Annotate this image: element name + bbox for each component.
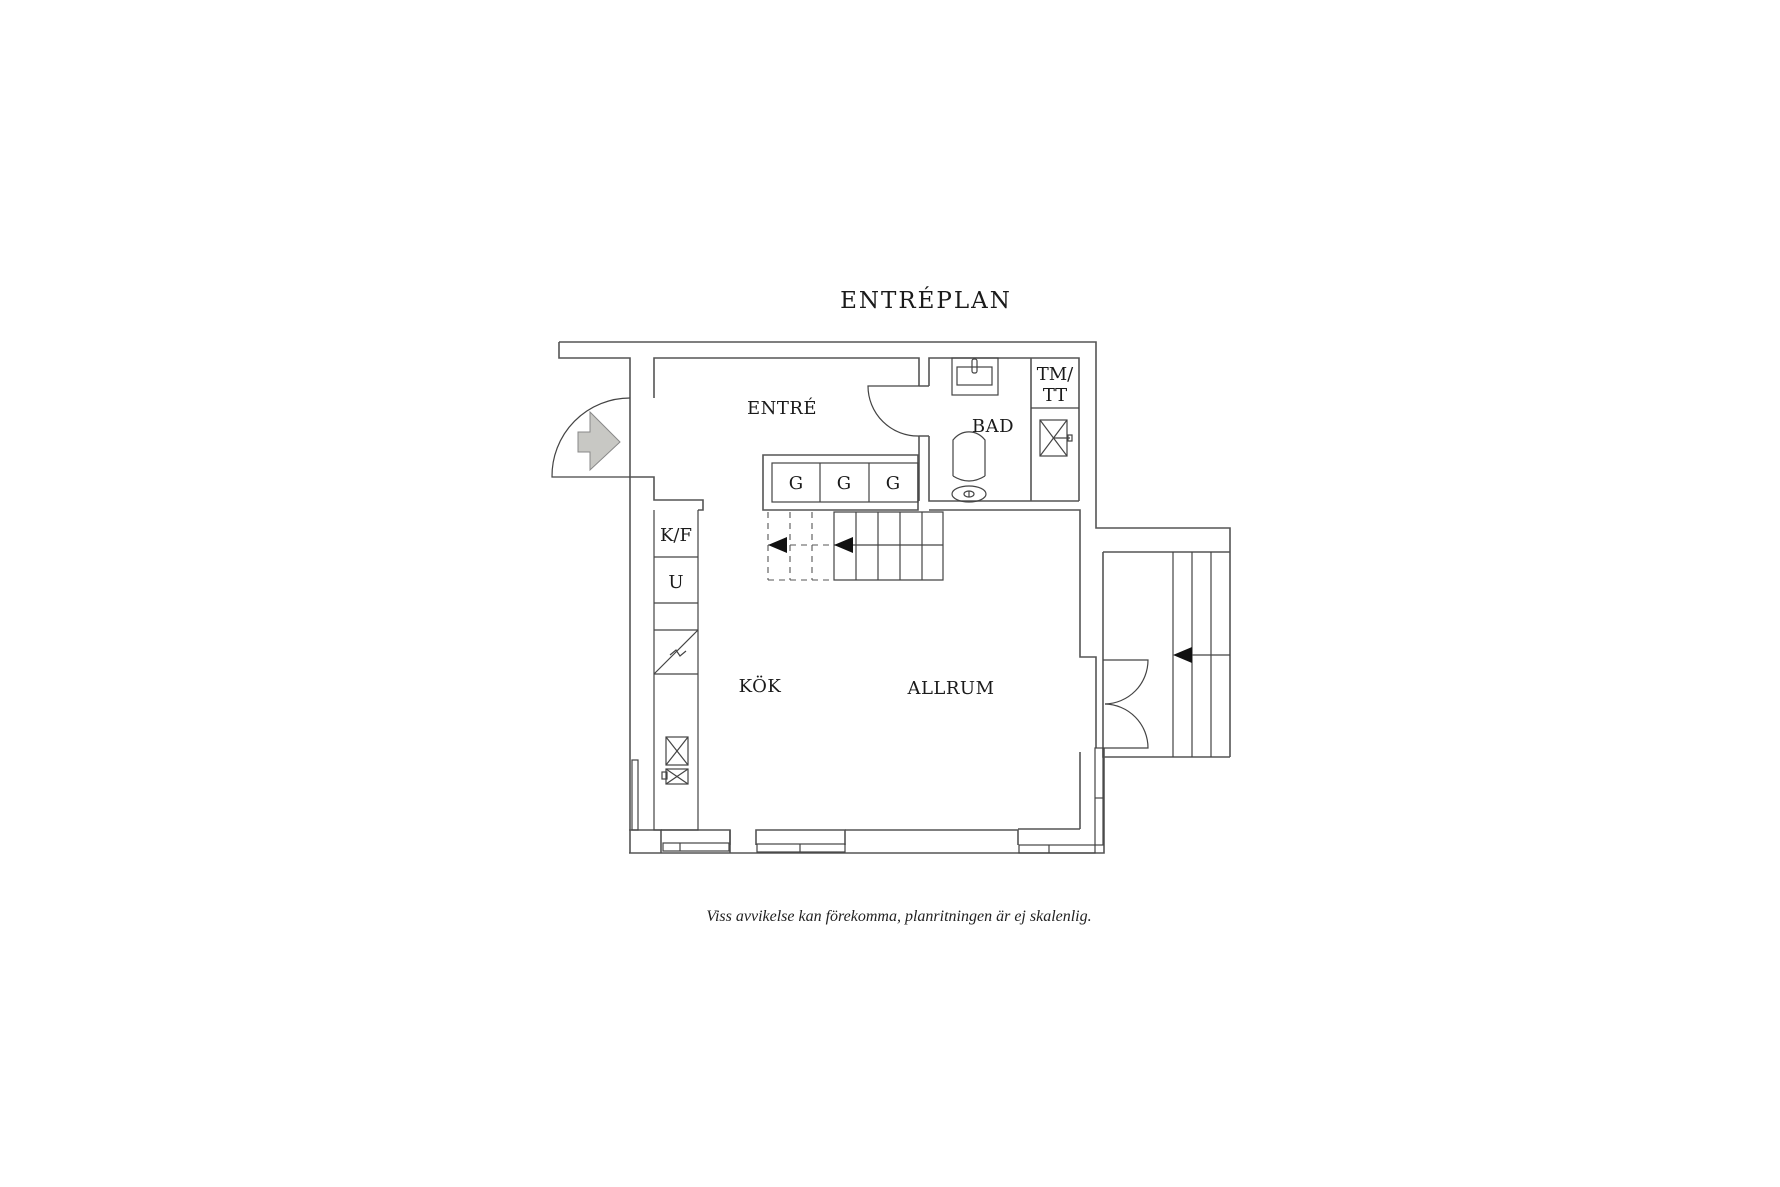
toilet-icon: [951, 431, 987, 503]
kitchen-counter: [653, 510, 699, 831]
wardrobe-label-1: G: [789, 473, 803, 494]
windows: [631, 747, 1104, 854]
exterior-staircase: [1172, 552, 1230, 757]
stair-arrow-icon: [1173, 647, 1192, 663]
dishwasher-icon: [653, 629, 699, 675]
room-label-entre: ENTRÉ: [747, 396, 817, 419]
fridge-freezer-label: K/F: [660, 525, 692, 546]
room-label-bad: BAD: [972, 416, 1014, 437]
stair-arrow-icon: [834, 537, 853, 553]
tm-label-line2: TT: [1043, 385, 1067, 406]
room-label-allrum: ALLRUM: [906, 678, 994, 699]
wardrobe-label-2: G: [837, 473, 851, 494]
patio-double-door: [1103, 659, 1149, 749]
interior-staircase: [767, 511, 944, 581]
sink-icon: [951, 357, 999, 396]
door-swing-icon: [1103, 703, 1149, 749]
wardrobe-label-3: G: [886, 473, 900, 494]
entry-arrow-icon: [577, 410, 621, 472]
walls: [558, 341, 1231, 854]
shower-icon: [1039, 419, 1073, 457]
wardrobes: [771, 462, 919, 503]
room-label-kok: KÖK: [739, 674, 782, 697]
tm-label-line1: TM/: [1037, 364, 1074, 385]
door-swing-icon: [551, 397, 631, 478]
disclaimer-text: Viss avvikelse kan förekomma, planritnin…: [706, 908, 1091, 925]
bathroom-door-swing-icon: [867, 385, 920, 437]
door-swing-icon: [1103, 659, 1149, 705]
plan-title: ENTRÉPLAN: [840, 287, 1012, 314]
entrance-door: [551, 397, 631, 478]
oven-label: U: [668, 572, 683, 593]
stair-arrow-icon: [768, 537, 787, 553]
bathroom-fixtures: TM/ TT: [951, 357, 1079, 503]
stove-icon: [661, 736, 689, 785]
